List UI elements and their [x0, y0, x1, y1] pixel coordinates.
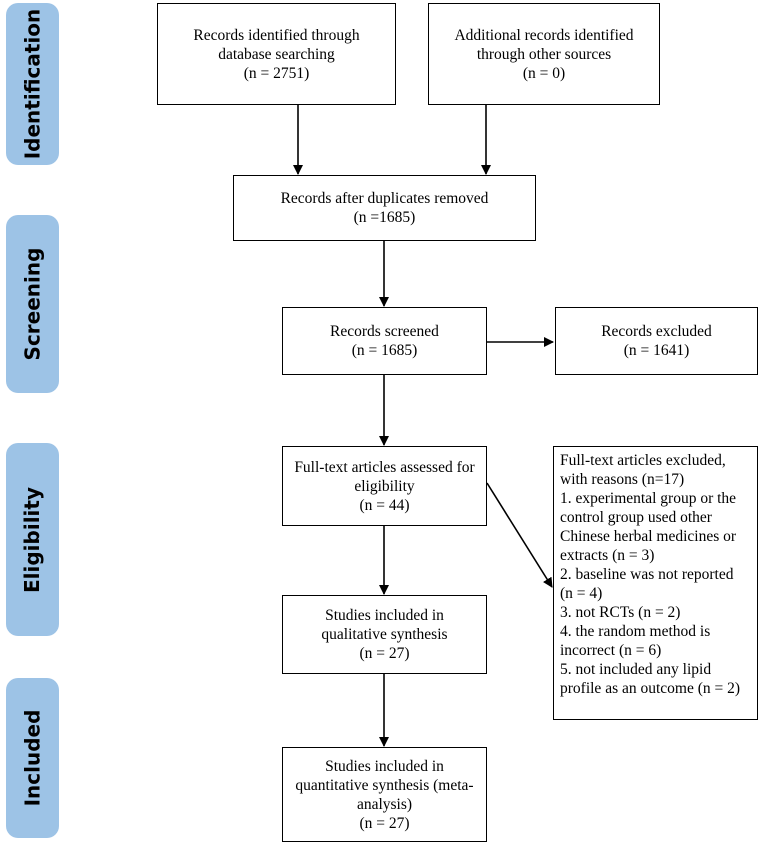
phase-identification: Identification	[6, 3, 59, 165]
box-quantitative-synthesis-line4: (n = 27)	[359, 814, 410, 832]
box-fulltext-excluded: Full-text articles excluded, with reason…	[553, 446, 758, 720]
arrow-fulltext-to-excluded	[486, 482, 553, 588]
box-fulltext-excluded-line9: 3. not RCTs (n = 2)	[560, 604, 681, 621]
box-fulltext-excluded-line6: extracts (n = 3)	[560, 547, 655, 564]
box-qualitative-synthesis-line1: Studies included in	[325, 607, 444, 624]
box-duplicates-removed: Records after duplicates removed (n =168…	[233, 175, 536, 241]
phase-included: Included	[6, 678, 59, 838]
box-fulltext-assessed-line3: (n = 44)	[359, 496, 410, 514]
box-other-sources-line3: (n = 0)	[522, 64, 566, 82]
box-fulltext-excluded-line2: with reasons (n=17)	[560, 471, 685, 488]
box-qualitative-synthesis-line3: (n = 27)	[359, 645, 410, 662]
box-fulltext-excluded-line5: Chinese herbal medicines or	[560, 528, 737, 545]
box-database-records-line1: Records identified through	[193, 26, 360, 44]
box-records-screened: Records screened (n = 1685)	[282, 307, 487, 375]
box-fulltext-excluded-line12: 5. not included any lipid	[560, 661, 712, 678]
box-other-sources: Additional records identified through ot…	[428, 3, 660, 105]
box-records-screened-line2: (n = 1685)	[351, 342, 418, 359]
box-fulltext-excluded-line4: control group used other	[560, 509, 712, 526]
box-fulltext-excluded-line1: Full-text articles excluded,	[560, 452, 726, 469]
box-fulltext-assessed-line1: Full-text articles assessed for	[294, 458, 475, 476]
phase-screening: Screening	[6, 215, 59, 393]
box-fulltext-assessed-line2: eligibility	[354, 477, 415, 495]
box-database-records-line2: database searching	[218, 45, 335, 63]
box-quantitative-synthesis-line1: Studies included in	[325, 757, 444, 775]
box-fulltext-excluded-line13: profile as an outcome (n = 2)	[560, 680, 741, 697]
box-records-excluded: Records excluded (n = 1641)	[555, 307, 758, 375]
box-records-excluded-line1: Records excluded	[601, 323, 712, 340]
box-database-records: Records identified through database sear…	[157, 3, 396, 105]
box-fulltext-assessed: Full-text articles assessed for eligibil…	[282, 446, 487, 526]
box-qualitative-synthesis: Studies included in qualitative synthesi…	[282, 595, 487, 674]
box-fulltext-excluded-line3: 1. experimental group or the	[560, 490, 737, 507]
box-duplicates-removed-line1: Records after duplicates removed	[280, 190, 489, 207]
box-quantitative-synthesis-line2: quantitative synthesis (meta-	[295, 776, 474, 794]
box-quantitative-synthesis-line3: analysis)	[356, 795, 413, 813]
box-fulltext-excluded-line10: 4. the random method is	[560, 623, 711, 640]
box-qualitative-synthesis-line2: qualitative synthesis	[321, 626, 448, 643]
box-fulltext-excluded-line8: (n = 4)	[560, 585, 603, 602]
box-quantitative-synthesis: Studies included in quantitative synthes…	[282, 747, 487, 842]
box-database-records-line3: (n = 2751)	[243, 64, 310, 82]
box-other-sources-line1: Additional records identified	[454, 26, 634, 44]
box-fulltext-excluded-line7: 2. baseline was not reported	[560, 566, 734, 583]
box-duplicates-removed-line2: (n =1685)	[353, 209, 416, 226]
box-fulltext-excluded-line11: incorrect (n = 6)	[560, 642, 662, 659]
box-records-excluded-line2: (n = 1641)	[623, 342, 690, 359]
box-records-screened-line1: Records screened	[330, 323, 439, 340]
box-other-sources-line2: through other sources	[476, 45, 612, 63]
phase-eligibility: Eligibility	[6, 443, 59, 636]
